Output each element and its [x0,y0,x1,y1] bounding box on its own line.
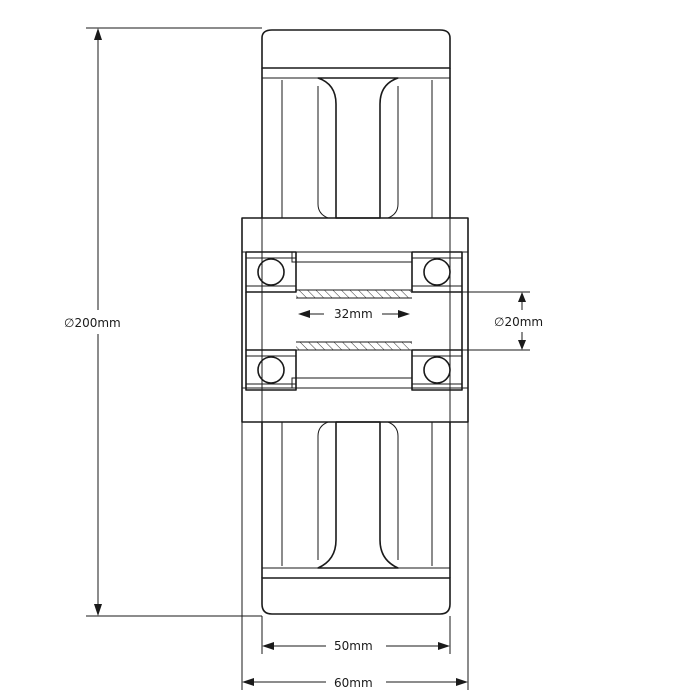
bore [245,292,463,350]
web-lower [281,421,433,569]
bearing-right-top [411,251,463,293]
dim-bore-diameter [462,291,530,351]
hub-width-label: 60mm [334,676,373,690]
tread-top [261,29,451,69]
dim-outer-diameter [86,27,262,617]
bearing-right-bottom [411,349,463,391]
dim-spacer [298,310,410,318]
outer-diameter-label: ∅200mm [64,316,121,330]
tread-bottom [261,577,451,615]
bearing-left-bottom [245,349,297,391]
dim-tread-width [261,616,451,654]
web-upper [281,77,433,219]
bearing-left-top [245,251,297,293]
bore-diameter-label: ∅20mm [494,315,543,329]
tread-width-label: 50mm [334,639,373,653]
wheel-body [261,68,451,578]
spacer-label: 32mm [334,307,373,321]
dim-hub-width [241,422,469,690]
